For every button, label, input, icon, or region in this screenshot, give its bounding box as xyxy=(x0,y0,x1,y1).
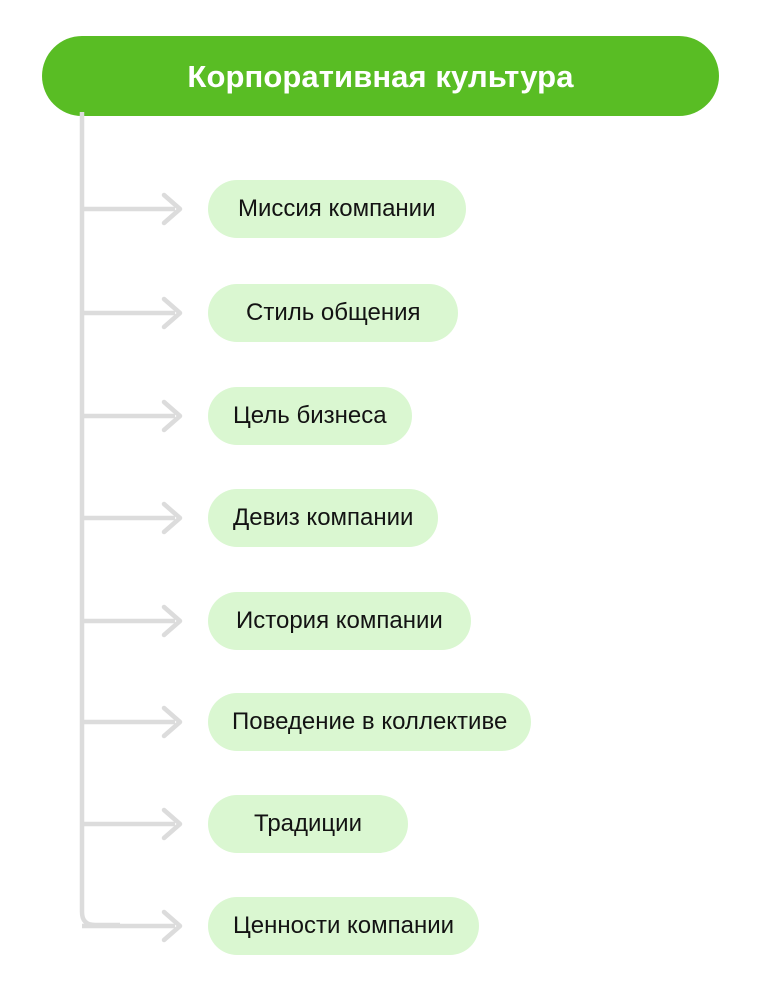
branch-arrow-icon xyxy=(80,399,187,433)
leaf-node-label: История компании xyxy=(236,607,443,634)
leaf-node[interactable]: История компании xyxy=(208,592,471,650)
branch-arrow-icon xyxy=(80,807,187,841)
leaf-node[interactable]: Поведение в коллективе xyxy=(208,693,532,751)
branch-arrow-icon xyxy=(80,604,187,638)
branch-row: История компании xyxy=(80,592,471,650)
leaf-node[interactable]: Ценности компании xyxy=(208,897,480,955)
branch-arrow-icon xyxy=(80,501,187,535)
leaf-node-label: Цель бизнеса xyxy=(233,402,387,429)
branch-row: Традиции xyxy=(80,795,408,853)
branch-row: Ценности компании xyxy=(80,897,480,955)
leaf-node-label: Девиз компании xyxy=(233,504,414,531)
leaf-node-label: Стиль общения xyxy=(246,299,421,326)
branch-row: Поведение в коллективе xyxy=(80,693,532,751)
leaf-node-label: Поведение в коллективе xyxy=(232,708,508,735)
root-node-label: Корпоративная культура xyxy=(187,58,574,94)
branch-arrow-icon xyxy=(80,909,187,943)
branch-row: Девиз компании xyxy=(80,489,439,547)
leaf-node-label: Миссия компании xyxy=(238,195,436,222)
leaf-node[interactable]: Девиз компании xyxy=(208,489,439,547)
branch-arrow-icon xyxy=(80,192,187,226)
leaf-node[interactable]: Стиль общения xyxy=(208,284,459,342)
branch-row: Стиль общения xyxy=(80,284,459,342)
leaf-node-label: Традиции xyxy=(254,810,362,837)
leaf-node[interactable]: Традиции xyxy=(208,795,408,853)
leaf-node[interactable]: Миссия компании xyxy=(208,180,466,238)
branch-arrow-icon xyxy=(80,705,187,739)
leaf-node-label: Ценности компании xyxy=(233,912,455,939)
leaf-node[interactable]: Цель бизнеса xyxy=(208,387,412,445)
root-node-corporate-culture[interactable]: Корпоративная культура xyxy=(42,36,719,116)
branch-row: Цель бизнеса xyxy=(80,387,412,445)
branch-row: Миссия компании xyxy=(80,180,466,238)
branch-arrow-icon xyxy=(80,296,187,330)
